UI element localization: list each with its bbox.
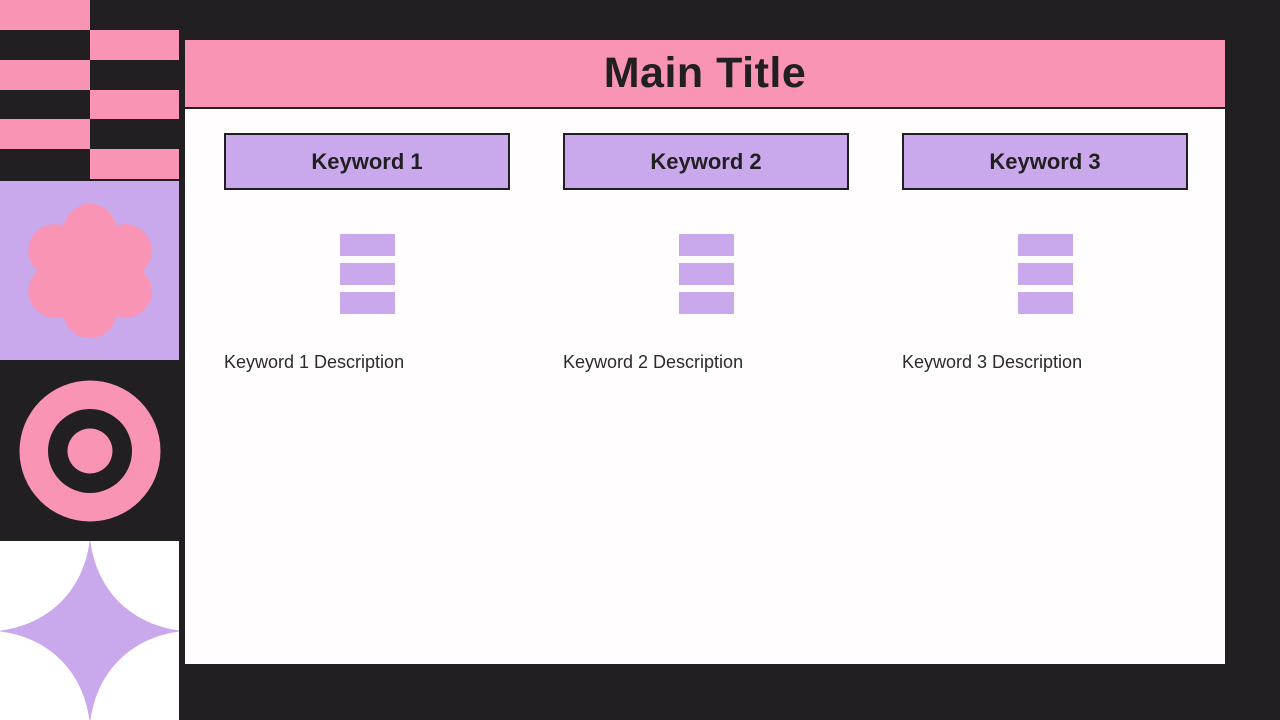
decorative-sidebar bbox=[0, 0, 181, 720]
checker-cell bbox=[89, 89, 179, 120]
checker-cell bbox=[89, 119, 179, 150]
target-panel bbox=[0, 362, 179, 541]
stacked-bar-segment bbox=[339, 263, 395, 285]
keyword-box-1[interactable]: Keyword 1 bbox=[224, 133, 510, 190]
checkerboard-pattern bbox=[0, 0, 179, 181]
four-point-star-icon bbox=[0, 541, 179, 720]
checker-cell bbox=[0, 0, 90, 30]
stacked-bars-icon bbox=[902, 234, 1188, 314]
title-bar: Main Title bbox=[185, 40, 1225, 109]
keyword-columns: Keyword 1 Keyword 1 Description Keyword … bbox=[224, 133, 1190, 374]
stacked-bar-segment bbox=[339, 292, 395, 314]
stacked-bars-icon bbox=[224, 234, 510, 314]
keyword-description-3: Keyword 3 Description bbox=[902, 352, 1083, 372]
keyword-box-3[interactable]: Keyword 3 bbox=[902, 133, 1188, 190]
keyword-box-2[interactable]: Keyword 2 bbox=[563, 133, 849, 190]
keyword-label-1: Keyword 1 bbox=[311, 148, 423, 174]
checker-cell bbox=[89, 59, 179, 90]
stacked-bar-segment bbox=[339, 234, 395, 256]
card-body: Keyword 1 Keyword 1 Description Keyword … bbox=[185, 109, 1225, 664]
sparkle-panel bbox=[0, 541, 179, 720]
flower-panel bbox=[0, 181, 179, 362]
keyword-description-2: Keyword 2 Description bbox=[563, 352, 744, 372]
bullseye-icon bbox=[19, 380, 160, 521]
stacked-bars-icon bbox=[563, 234, 849, 314]
keyword-column-2: Keyword 2 Keyword 2 Description bbox=[563, 133, 849, 374]
stacked-bar-segment bbox=[1017, 292, 1073, 314]
page-title: Main Title bbox=[603, 49, 807, 97]
stacked-bar-segment bbox=[678, 234, 734, 256]
checker-cell bbox=[0, 29, 90, 60]
keyword-label-3: Keyword 3 bbox=[989, 148, 1101, 174]
stacked-bar-segment bbox=[1017, 263, 1073, 285]
checker-cell bbox=[0, 149, 90, 179]
stacked-bar-segment bbox=[678, 292, 734, 314]
keyword-column-1: Keyword 1 Keyword 1 Description bbox=[224, 133, 510, 374]
flower-icon bbox=[27, 203, 152, 338]
keyword-label-2: Keyword 2 bbox=[650, 148, 762, 174]
stacked-bar-segment bbox=[1017, 234, 1073, 256]
checker-cell bbox=[89, 29, 179, 60]
checker-cell bbox=[0, 89, 90, 120]
content-card: Main Title Keyword 1 Keyword 1 Descripti… bbox=[183, 38, 1227, 666]
checker-cell bbox=[0, 59, 90, 90]
keyword-column-3: Keyword 3 Keyword 3 Description bbox=[902, 133, 1188, 374]
stacked-bar-segment bbox=[678, 263, 734, 285]
checker-cell bbox=[0, 119, 90, 150]
checker-cell bbox=[89, 0, 179, 30]
keyword-description-1: Keyword 1 Description bbox=[224, 352, 405, 372]
checker-cell bbox=[89, 149, 179, 179]
